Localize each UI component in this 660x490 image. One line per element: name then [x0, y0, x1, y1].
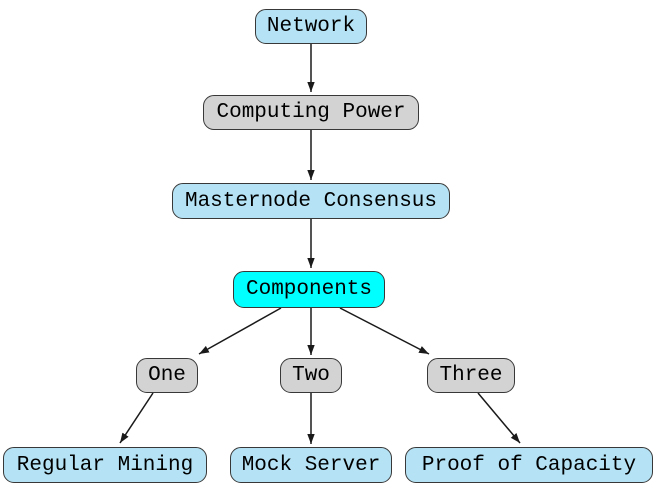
edge-components-to-one — [198, 307, 282, 355]
node-one: One — [136, 358, 198, 393]
node-components: Components — [233, 271, 385, 308]
edge-components-to-three — [339, 307, 430, 355]
node-two: Two — [280, 358, 342, 393]
node-proof-of-capacity: Proof of Capacity — [405, 447, 653, 483]
node-network: Network — [255, 9, 367, 44]
edge-one-to-regular-mining — [119, 392, 154, 444]
node-computing-power: Computing Power — [203, 95, 419, 130]
edge-three-to-proof-of-capacity — [477, 392, 521, 444]
node-three: Three — [427, 358, 515, 393]
node-masternode-consensus: Masternode Consensus — [172, 183, 450, 219]
node-regular-mining: Regular Mining — [3, 447, 207, 483]
node-mock-server: Mock Server — [230, 447, 392, 483]
